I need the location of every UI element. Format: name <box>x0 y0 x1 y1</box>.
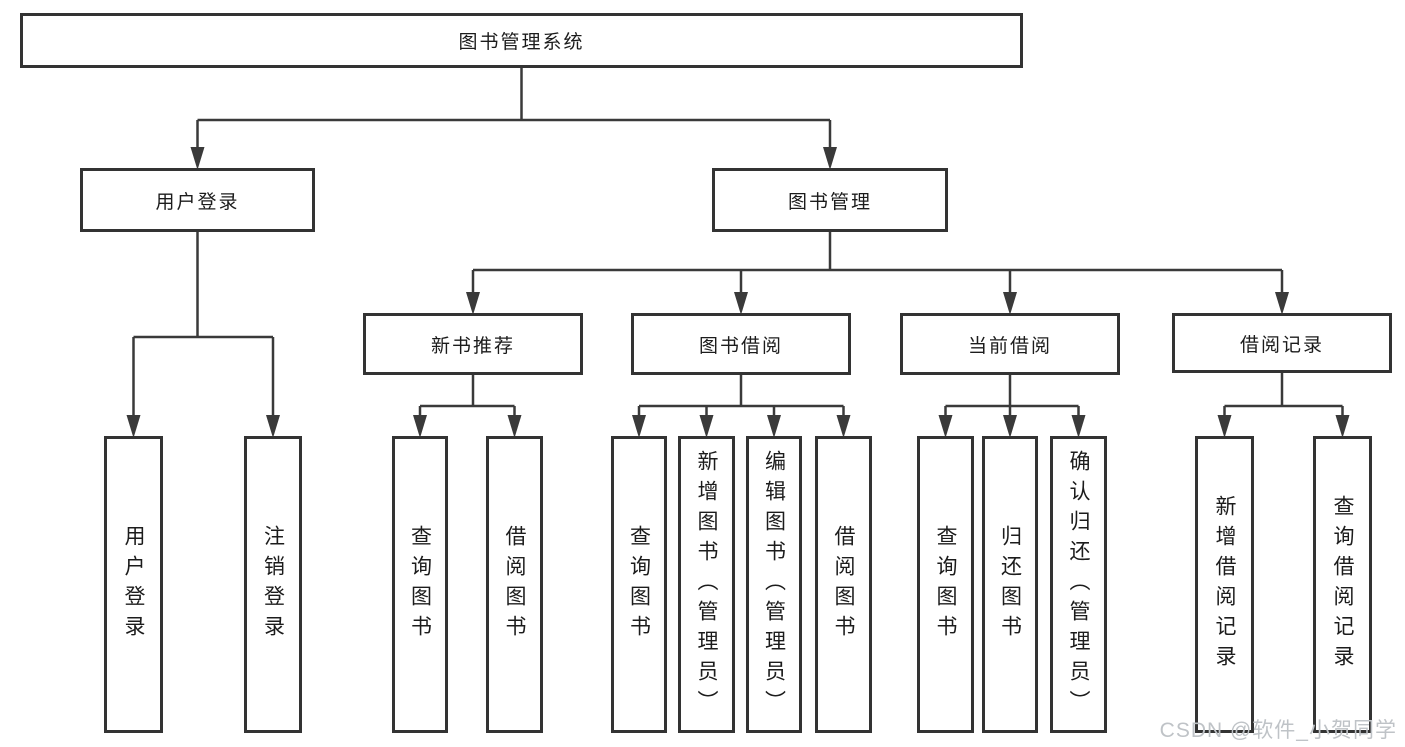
leaf-label: 注销登录 <box>261 524 285 645</box>
leaf-return-books: 归还图书 <box>982 436 1038 733</box>
leaf-label: 查询图书 <box>627 524 651 645</box>
node-label: 新书推荐 <box>430 335 515 357</box>
node-label: 图书管理 <box>787 191 872 213</box>
leaf-query-books-current: 查询图书 <box>917 436 974 733</box>
leaf-label: 确认归还（管理员） <box>1067 449 1090 720</box>
leaf-label: 新增借阅记录 <box>1213 494 1236 675</box>
leaf-add-books-admin: 新增图书（管理员） <box>678 436 735 733</box>
leaf-label: 查询借阅记录 <box>1331 494 1354 675</box>
node-label: 借阅记录 <box>1239 334 1324 356</box>
leaf-label: 借阅图书 <box>832 524 855 645</box>
leaf-label: 查询图书 <box>408 524 432 645</box>
leaf-user-login: 用户登录 <box>104 436 163 733</box>
leaf-logout: 注销登录 <box>244 436 302 733</box>
leaf-add-borrow-record: 新增借阅记录 <box>1195 436 1254 733</box>
leaf-query-books-recommend: 查询图书 <box>392 436 448 733</box>
node-user-login: 用户登录 <box>80 168 315 232</box>
leaf-query-borrow-record: 查询借阅记录 <box>1313 436 1372 733</box>
leaf-label: 借阅图书 <box>503 524 526 645</box>
node-new-book-recommend: 新书推荐 <box>363 313 583 375</box>
leaf-label: 编辑图书（管理员） <box>762 449 786 720</box>
node-label: 图书借阅 <box>698 335 783 357</box>
leaf-confirm-return-admin: 确认归还（管理员） <box>1050 436 1107 733</box>
node-book-management: 图书管理 <box>712 168 948 232</box>
node-label: 图书管理系统 <box>458 32 585 53</box>
node-library-system: 图书管理系统 <box>20 13 1023 68</box>
node-book-borrowing: 图书借阅 <box>631 313 851 375</box>
node-label: 当前借阅 <box>967 335 1052 357</box>
leaf-label: 新增图书（管理员） <box>695 449 718 720</box>
leaf-edit-books-admin: 编辑图书（管理员） <box>746 436 802 733</box>
leaf-query-books-borrowing: 查询图书 <box>611 436 667 733</box>
csdn-watermark: CSDN @软件_小贺同学 <box>1159 719 1397 742</box>
leaf-borrow-books: 借阅图书 <box>815 436 872 733</box>
leaf-label: 用户登录 <box>122 524 145 645</box>
node-label: 用户登录 <box>155 191 240 213</box>
leaf-label: 查询图书 <box>934 524 957 645</box>
leaf-borrow-books-recommend: 借阅图书 <box>486 436 543 733</box>
leaf-label: 归还图书 <box>998 524 1022 645</box>
node-current-borrowing: 当前借阅 <box>900 313 1120 375</box>
node-borrowing-records: 借阅记录 <box>1172 313 1392 373</box>
